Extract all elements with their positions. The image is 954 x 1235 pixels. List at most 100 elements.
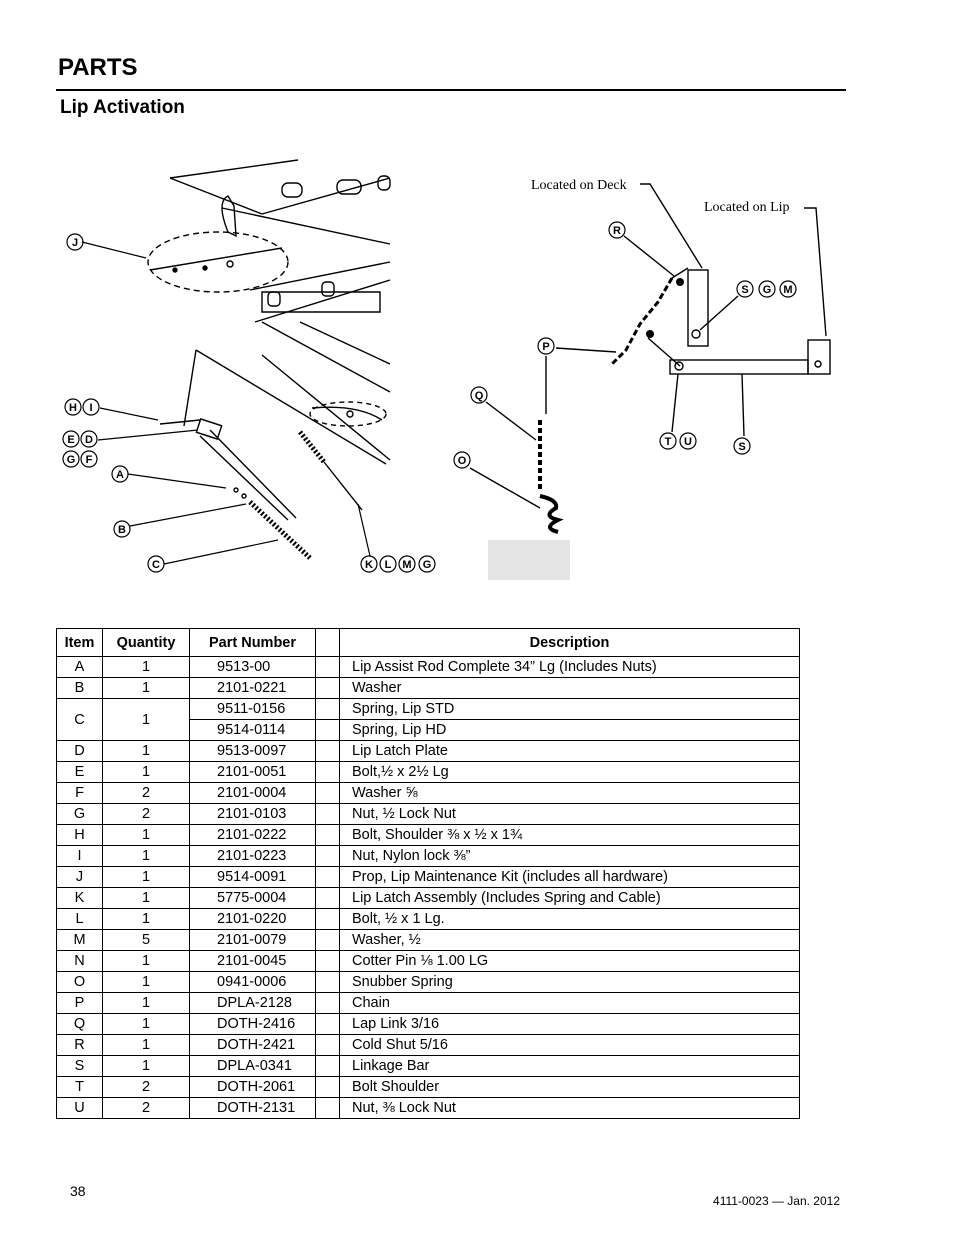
cell-spacer: [315, 887, 340, 909]
svg-text:B: B: [118, 524, 126, 536]
cell-quantity: 1: [102, 845, 190, 867]
cell-item: G: [56, 803, 103, 825]
cell-quantity: 2: [102, 803, 190, 825]
cell-item: H: [56, 824, 103, 846]
callout-t: T: [659, 432, 677, 450]
callout-a: A: [111, 465, 129, 483]
svg-text:M: M: [402, 559, 411, 571]
cell-item: T: [56, 1076, 103, 1098]
cell-item: P: [56, 992, 103, 1014]
cell-quantity: 1: [102, 1055, 190, 1077]
cell-spacer: [315, 1097, 340, 1119]
cell-spacer: [315, 740, 340, 762]
cell-quantity: 1: [102, 677, 190, 699]
cell-description: Lip Latch Plate: [339, 740, 800, 762]
cell-item: C: [56, 698, 103, 741]
svg-text:C: C: [152, 559, 160, 571]
left-leaders: [81, 241, 371, 565]
cell-part-number: DPLA-0341: [189, 1055, 316, 1077]
col-quantity: Quantity: [102, 628, 190, 657]
cell-item: R: [56, 1034, 103, 1056]
cell-quantity: 1: [102, 761, 190, 783]
table-header-row: Item Quantity Part Number Description: [56, 628, 800, 657]
cell-part-number: 9511-0156: [189, 698, 316, 720]
cell-part-number: 2101-0221: [189, 677, 316, 699]
page-title: PARTS: [58, 54, 138, 81]
cell-spacer: [315, 1055, 340, 1077]
cell-item: Q: [56, 1013, 103, 1035]
cell-item: E: [56, 761, 103, 783]
cell-spacer: [315, 677, 340, 699]
callout-f: F: [80, 450, 98, 468]
cell-spacer: [315, 1013, 340, 1035]
cell-spacer: [315, 866, 340, 888]
callout-g: G: [62, 450, 80, 468]
cell-description: Lap Link 3/16: [339, 1013, 800, 1035]
callout-s-2: S: [733, 437, 751, 455]
note-located-on-lip: Located on Lip: [704, 200, 790, 215]
svg-text:H: H: [69, 402, 77, 414]
svg-text:G: G: [423, 559, 432, 571]
cell-spacer: [315, 929, 340, 951]
cell-quantity: 1: [102, 1034, 190, 1056]
cell-quantity: 2: [102, 1097, 190, 1119]
svg-text:M: M: [783, 284, 792, 296]
cell-quantity: 5: [102, 929, 190, 951]
cell-quantity: 1: [102, 740, 190, 762]
title-rule: [56, 89, 846, 91]
cell-spacer: [315, 719, 340, 741]
callout-j: J: [66, 233, 84, 251]
callout-m-2: M: [779, 280, 797, 298]
cell-description: Bolt,½ x 2½ Lg: [339, 761, 800, 783]
cell-part-number: 9514-0091: [189, 866, 316, 888]
cell-description: Nut, Nylon lock ⅜”: [339, 845, 800, 867]
cell-spacer: [315, 908, 340, 930]
cell-item: U: [56, 1097, 103, 1119]
col-spacer: [315, 628, 340, 657]
callout-c: C: [147, 555, 165, 573]
cell-description: Washer, ½: [339, 929, 800, 951]
svg-text:J: J: [72, 237, 78, 249]
cell-item: L: [56, 908, 103, 930]
svg-text:K: K: [365, 559, 373, 571]
cell-description: Spring, Lip HD: [339, 719, 800, 741]
cell-part-number: 9513-00: [189, 656, 316, 678]
cell-quantity: 1: [102, 824, 190, 846]
callout-b: B: [113, 520, 131, 538]
callout-badges: J H I E D G F A B C K L M G R S G M P Q …: [62, 221, 797, 573]
svg-text:O: O: [458, 455, 467, 467]
cell-description: Lip Assist Rod Complete 34” Lg (Includes…: [339, 656, 800, 678]
cell-item: J: [56, 866, 103, 888]
svg-text:R: R: [613, 225, 621, 237]
cell-part-number: DOTH-2421: [189, 1034, 316, 1056]
svg-text:A: A: [116, 469, 124, 481]
svg-text:I: I: [89, 402, 92, 414]
cell-description: Chain: [339, 992, 800, 1014]
cell-description: Spring, Lip STD: [339, 698, 800, 720]
right-leaders: [469, 183, 827, 509]
callout-p: P: [537, 337, 555, 355]
cell-part-number: DOTH-2131: [189, 1097, 316, 1119]
cell-description: Bolt Shoulder: [339, 1076, 800, 1098]
note-located-on-deck: Located on Deck: [531, 178, 627, 193]
cell-quantity: 1: [102, 887, 190, 909]
cell-spacer: [315, 761, 340, 783]
cell-item: O: [56, 971, 103, 993]
cell-description: Cotter Pin ⅛ 1.00 LG: [339, 950, 800, 972]
cell-spacer: [315, 1034, 340, 1056]
cell-quantity: 1: [102, 1013, 190, 1035]
svg-text:Q: Q: [475, 390, 484, 402]
cell-quantity: 1: [102, 656, 190, 678]
section-title: Lip Activation: [60, 97, 185, 118]
